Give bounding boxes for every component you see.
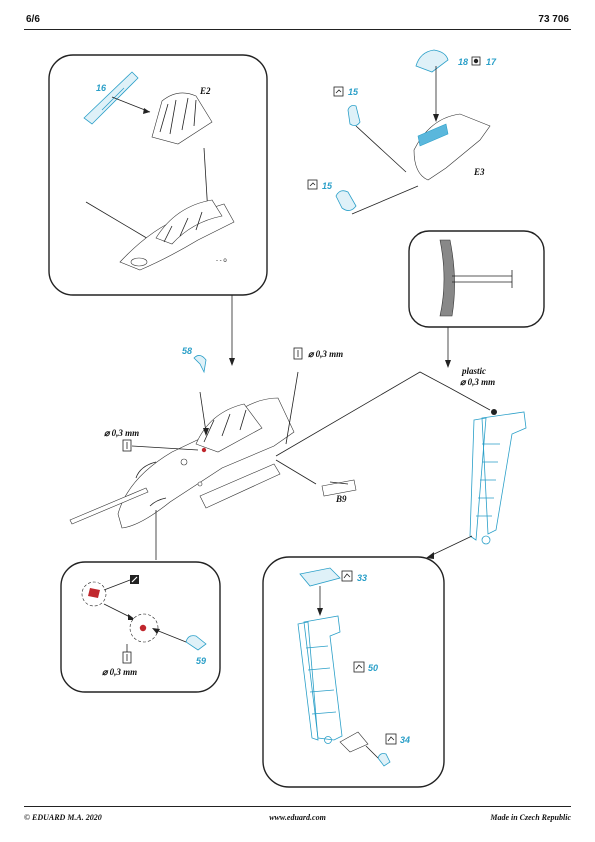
label-diameter-bottom: ⌀ 0,3 mm (102, 667, 137, 677)
svg-text:- - o: - - o (216, 258, 227, 264)
bend-icon (353, 661, 365, 673)
part-number-59: 59 (196, 656, 206, 666)
label-e3: E3 (473, 167, 485, 177)
boarding-ladder (481, 411, 527, 535)
label-diameter-top: ⌀ 0,3 mm (308, 349, 343, 359)
part-15-lower (335, 190, 357, 211)
part-18 (415, 49, 449, 73)
page-number: 6/6 (26, 14, 40, 25)
ladder-detail (303, 615, 343, 741)
label-diameter-right: ⌀ 0,3 mm (460, 377, 495, 387)
detail-box-canopy (48, 54, 268, 296)
part-58 (193, 355, 207, 374)
detail-box-ladder (262, 556, 445, 788)
part-number-15b: 15 (322, 181, 333, 191)
part-number-18: 18 (458, 57, 468, 67)
part-34 (377, 753, 391, 767)
label-plastic: plastic (461, 366, 486, 376)
part-number-16: 16 (96, 83, 107, 93)
bend-icon (341, 570, 353, 582)
part-number-50: 50 (368, 663, 378, 673)
header-rule (24, 29, 571, 30)
part-59 (185, 635, 207, 651)
part-number-15a: 15 (348, 87, 359, 97)
aircraft-intake (199, 463, 281, 509)
bend-icon (333, 86, 344, 97)
footer-rule (24, 806, 571, 807)
footer-copyright: © EDUARD M.A. 2020 (24, 813, 102, 822)
aircraft-fuselage (117, 397, 295, 529)
footer-origin: Made in Czech Republic (490, 813, 571, 822)
aircraft-canopy (195, 403, 263, 453)
set-number: 73 706 (538, 14, 569, 25)
bend-icon (385, 733, 397, 745)
part-33 (299, 567, 341, 587)
footer-website: www.eduard.com (269, 813, 326, 822)
part-18-strip (417, 123, 449, 147)
part-number-17: 17 (486, 57, 497, 67)
part-number-33: 33 (357, 573, 367, 583)
part-15-upper (347, 105, 361, 126)
part-number-58: 58 (182, 346, 192, 356)
refuel-probe (69, 487, 149, 525)
label-b9: B9 (335, 494, 347, 504)
detail-box-ladder-section (408, 230, 545, 328)
part-number-34: 34 (400, 735, 410, 745)
label-diameter-left: ⌀ 0,3 mm (104, 428, 139, 438)
bend-icon (307, 179, 318, 190)
ladder-section (439, 239, 455, 317)
canopy-part-e2 (151, 92, 213, 145)
label-e2: E2 (199, 86, 211, 96)
part-16-strip (83, 71, 139, 125)
